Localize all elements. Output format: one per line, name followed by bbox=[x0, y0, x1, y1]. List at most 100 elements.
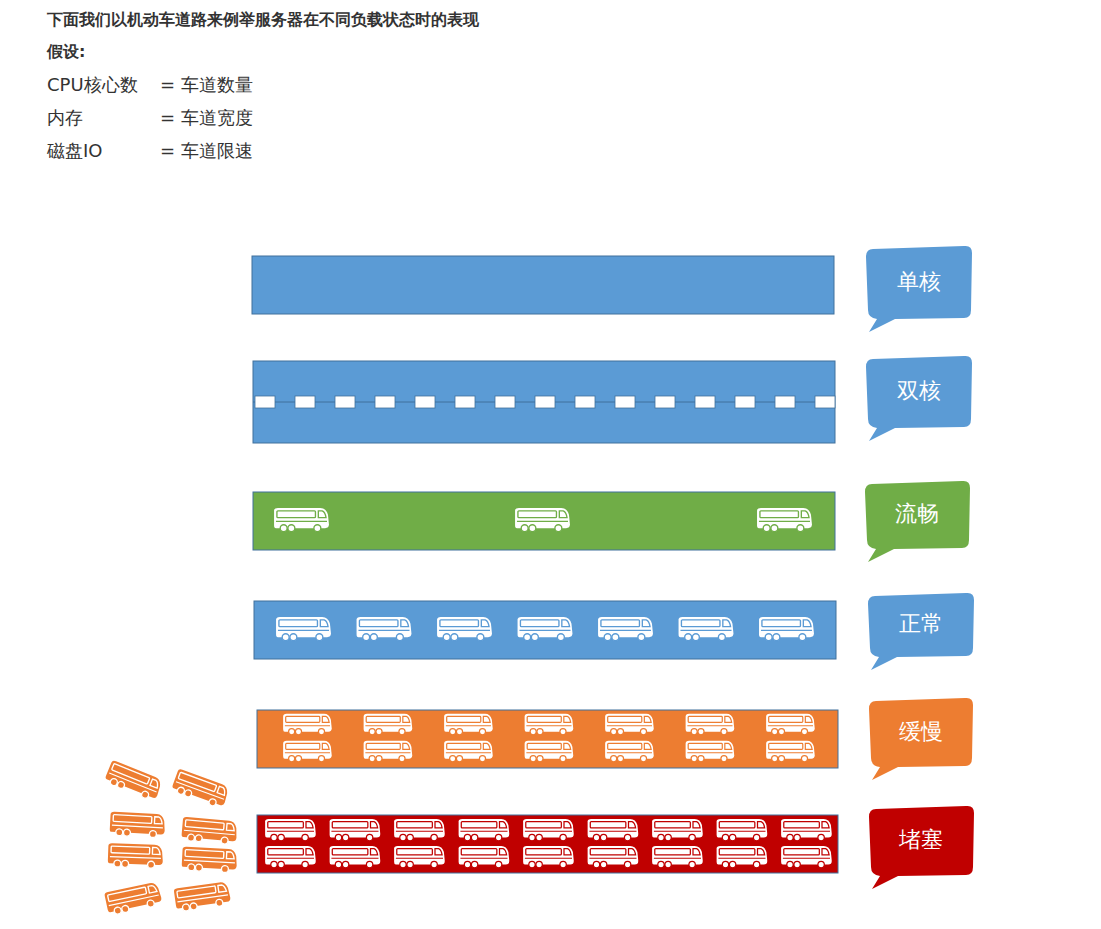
bubble-outline bbox=[866, 356, 972, 441]
lane-dash bbox=[335, 396, 355, 408]
assumption-text: = 车道限速 bbox=[160, 139, 253, 163]
lane-dash bbox=[655, 396, 675, 408]
bus-icon bbox=[523, 846, 574, 868]
bus-icon bbox=[265, 819, 316, 841]
bus-icon bbox=[781, 846, 832, 868]
bus-icon bbox=[364, 714, 413, 735]
bus-icon bbox=[265, 846, 316, 868]
assumption-text: = 车道数量 bbox=[160, 73, 253, 97]
lane-dash bbox=[535, 396, 555, 408]
bus-icon bbox=[518, 617, 573, 641]
bus-icon bbox=[766, 741, 815, 762]
bus-icon bbox=[717, 846, 768, 868]
assumption-text: = 车道宽度 bbox=[160, 106, 253, 130]
bus-icon bbox=[357, 617, 412, 641]
bus-icon bbox=[523, 819, 574, 841]
lane-dash bbox=[495, 396, 515, 408]
title: 下面我们以机动车道路来例举服务器在不同负载状态时的表现 bbox=[47, 10, 479, 31]
assumption-text: CPU核心数 bbox=[47, 73, 138, 97]
smooth-road bbox=[253, 492, 835, 550]
normal-road bbox=[254, 601, 836, 659]
lane-dash bbox=[455, 396, 475, 408]
bus-icon bbox=[686, 714, 735, 735]
speech-bubble: 堵塞 bbox=[868, 805, 974, 889]
bus-icon bbox=[686, 741, 735, 762]
bus-icon bbox=[588, 819, 639, 841]
bubble-label: 单核 bbox=[865, 269, 972, 295]
bus-icon bbox=[437, 617, 492, 641]
speech-bubble: 正常 bbox=[867, 592, 974, 670]
jammed-road bbox=[257, 815, 838, 873]
bus-icon bbox=[104, 881, 163, 916]
lane-dash bbox=[695, 396, 715, 408]
assumption-text: 假设: bbox=[47, 42, 85, 63]
bus-icon bbox=[588, 846, 639, 868]
bubble-label: 正常 bbox=[867, 611, 974, 637]
speech-bubble: 缓慢 bbox=[868, 697, 973, 780]
bubble-label: 堵塞 bbox=[868, 827, 974, 853]
bus-icon bbox=[759, 617, 814, 641]
bus-icon bbox=[525, 714, 574, 735]
bus-icon bbox=[274, 508, 329, 532]
bus-icon bbox=[605, 714, 654, 735]
bus-icon bbox=[283, 714, 332, 735]
bus-icon bbox=[444, 741, 493, 762]
bubble-outline bbox=[869, 806, 974, 889]
speech-bubble: 流畅 bbox=[864, 480, 970, 562]
bus-icon bbox=[757, 508, 812, 532]
bus-icon bbox=[679, 617, 734, 641]
lane-dash bbox=[775, 396, 795, 408]
bus-icons bbox=[104, 508, 832, 916]
bus-icon bbox=[444, 714, 493, 735]
lane-dash bbox=[815, 396, 835, 408]
bus-icon bbox=[717, 819, 768, 841]
bubble-outline bbox=[865, 481, 970, 562]
bus-icon bbox=[330, 819, 381, 841]
bus-icon bbox=[598, 617, 653, 641]
bubble-outline bbox=[869, 698, 973, 780]
bus-icon bbox=[652, 846, 703, 868]
bus-icon bbox=[174, 881, 232, 912]
lane-dash bbox=[575, 396, 595, 408]
bus-icon bbox=[652, 819, 703, 841]
lane-dash bbox=[295, 396, 315, 408]
bus-icon bbox=[108, 843, 164, 869]
slow-road bbox=[257, 710, 838, 768]
bus-icon bbox=[109, 812, 165, 839]
lane-dashes bbox=[255, 396, 835, 408]
speech-bubble: 单核 bbox=[865, 245, 972, 332]
bus-icon bbox=[394, 819, 445, 841]
bus-icon bbox=[605, 741, 654, 762]
bus-icon bbox=[171, 768, 231, 809]
bus-icon bbox=[459, 846, 510, 868]
single-lane-road bbox=[252, 256, 834, 314]
speech-bubble: 双核 bbox=[865, 355, 972, 441]
bus-icon bbox=[766, 714, 815, 735]
lane-dash bbox=[735, 396, 755, 408]
bus-icon bbox=[394, 846, 445, 868]
bus-icon bbox=[364, 741, 413, 762]
lane-dash bbox=[615, 396, 635, 408]
bus-icon bbox=[330, 846, 381, 868]
bus-icon bbox=[276, 617, 331, 641]
bubble-outline bbox=[866, 246, 972, 332]
bus-icon bbox=[181, 847, 237, 874]
lane-dash bbox=[415, 396, 435, 408]
lane-dash bbox=[375, 396, 395, 408]
bubble-label: 缓慢 bbox=[868, 719, 973, 745]
bus-icon bbox=[104, 760, 164, 803]
bubble-outline bbox=[868, 593, 974, 670]
bus-icon bbox=[181, 817, 238, 845]
bubble-label: 双核 bbox=[865, 378, 972, 404]
assumption-text: 磁盘IO bbox=[47, 139, 102, 163]
bus-icon bbox=[515, 508, 570, 532]
assumption-text: 内存 bbox=[47, 106, 83, 130]
double-lane-road bbox=[253, 361, 835, 443]
bus-icon bbox=[459, 819, 510, 841]
bus-icon bbox=[525, 741, 574, 762]
bus-icon bbox=[283, 741, 332, 762]
bus-icon bbox=[781, 819, 832, 841]
bubble-label: 流畅 bbox=[864, 501, 970, 527]
lane-dash bbox=[255, 396, 275, 408]
